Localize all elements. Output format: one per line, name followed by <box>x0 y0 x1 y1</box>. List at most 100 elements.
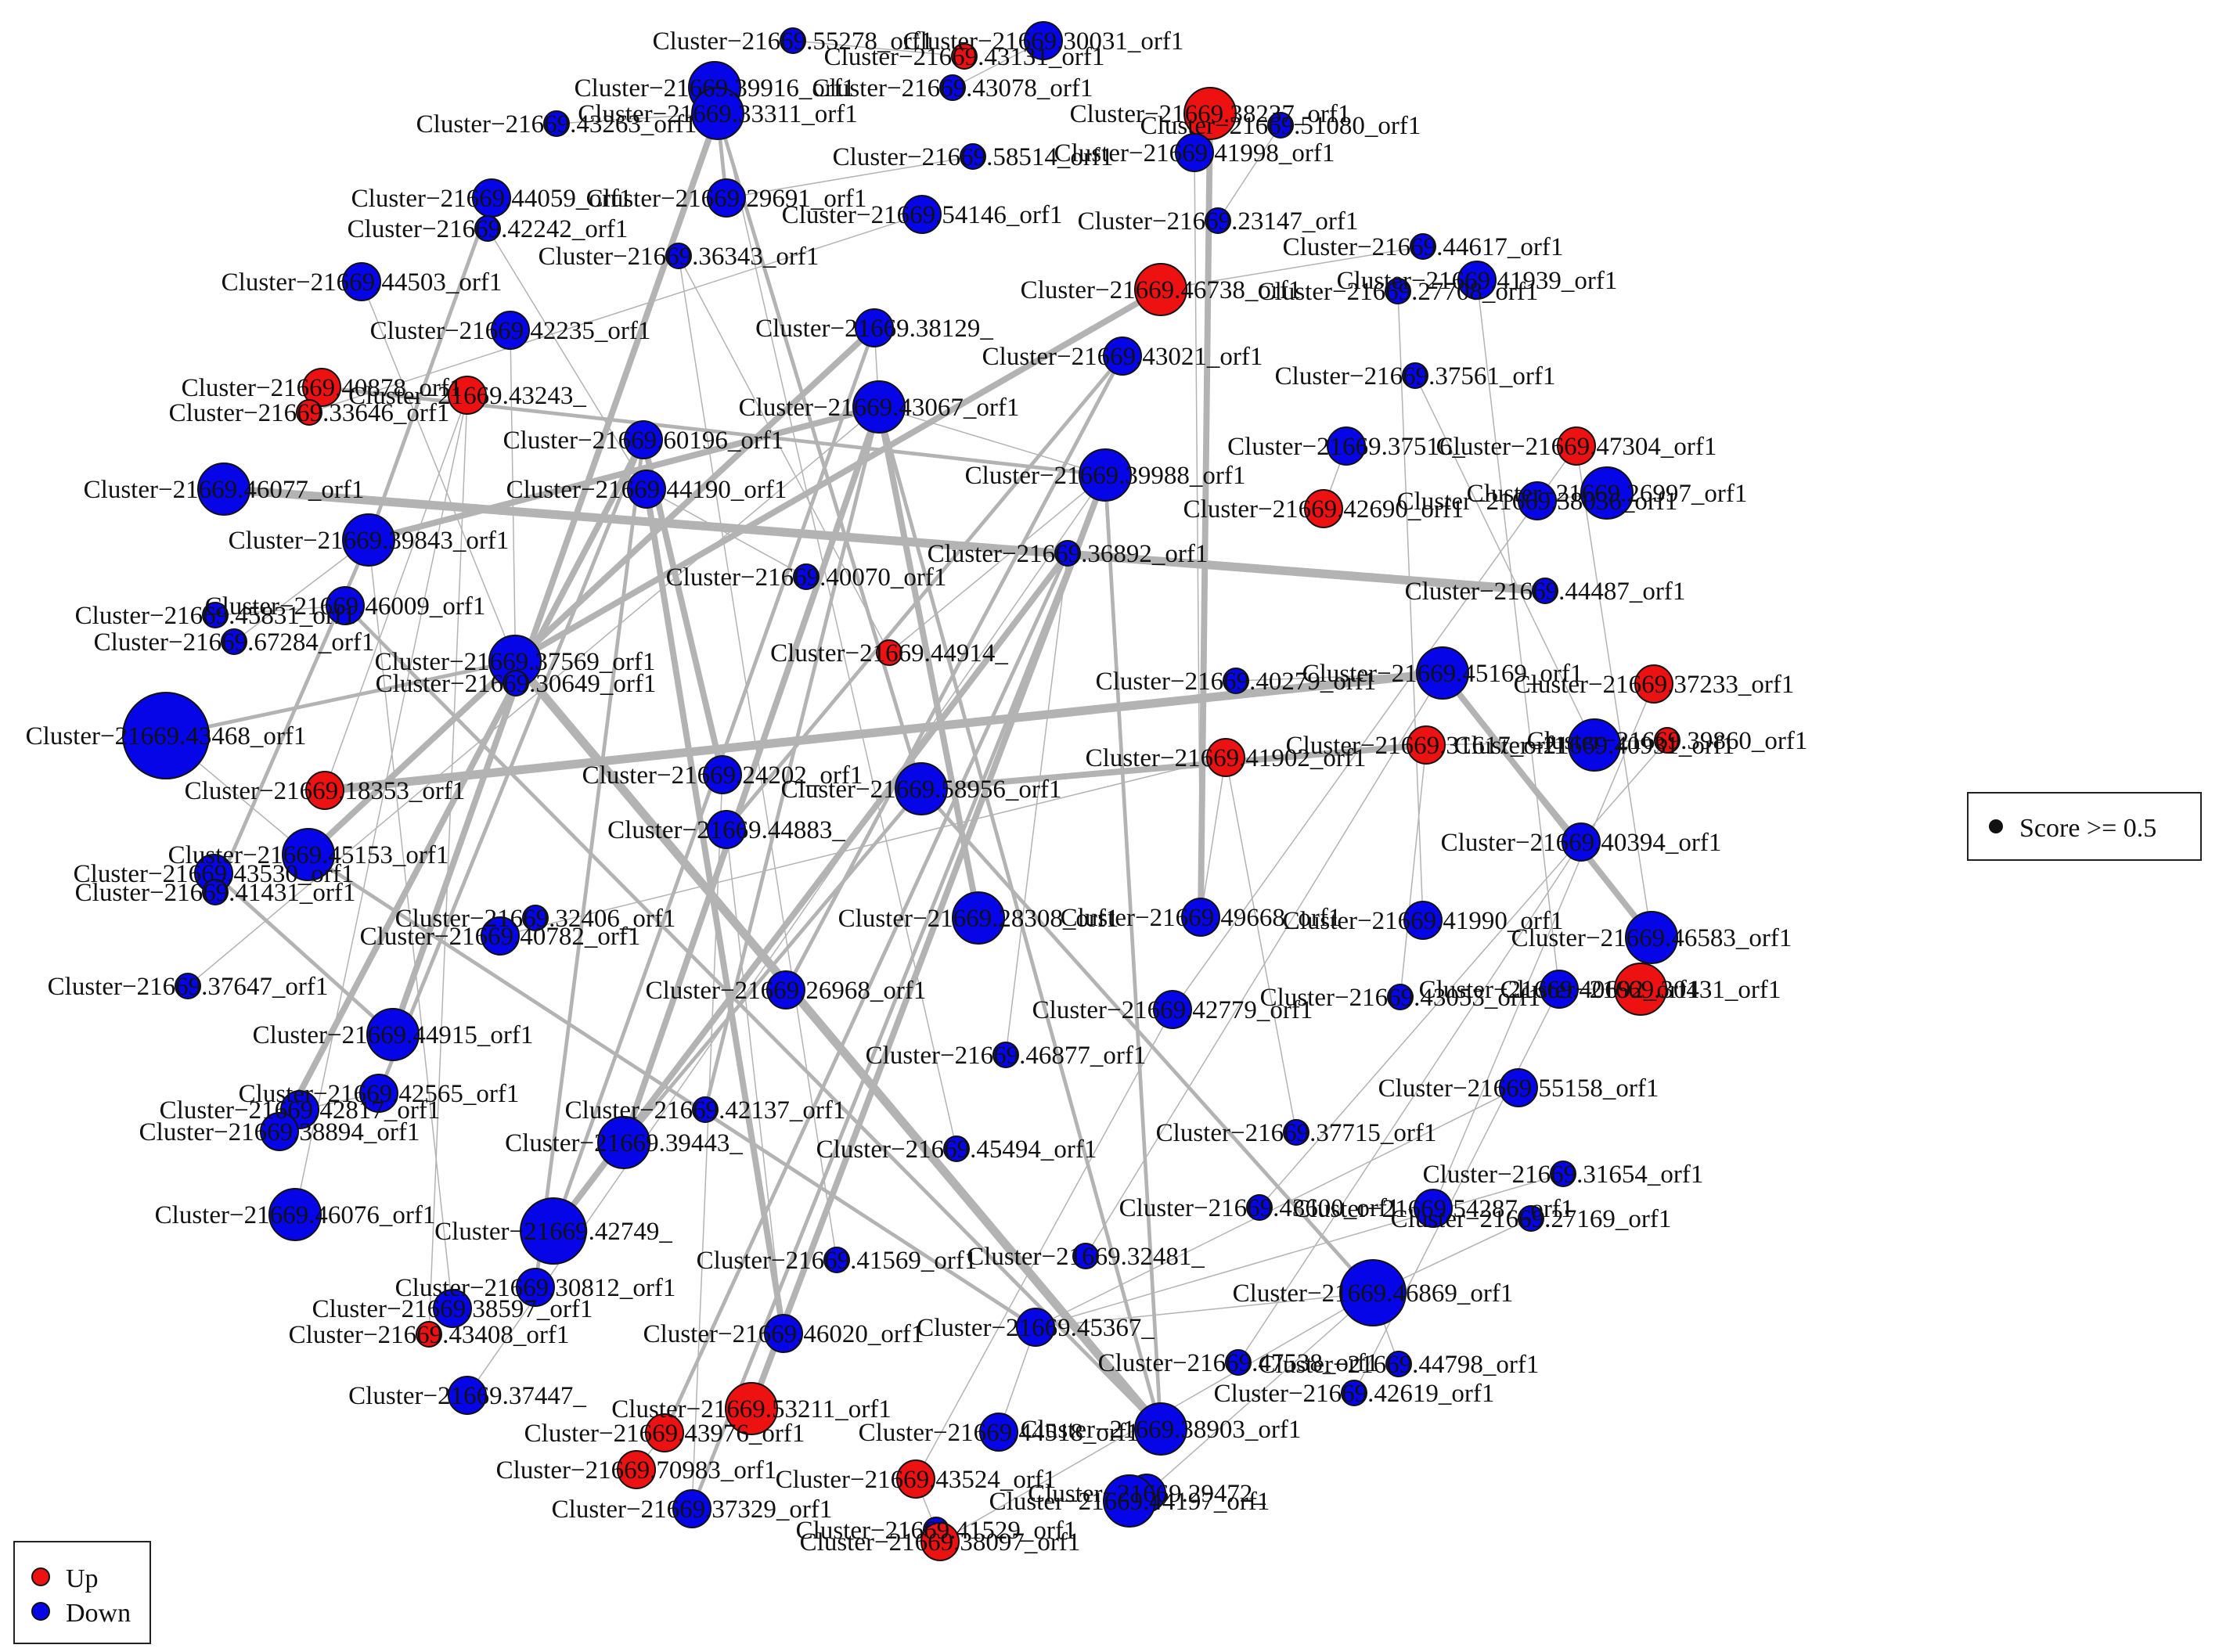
node-label-n15: Cluster−21669.54146_orf1 <box>782 201 1063 229</box>
node-label-n9: Cluster−21669.51080_orf1 <box>1140 112 1421 140</box>
node-label-n112: Cluster−21669.37329_orf1 <box>552 1495 833 1524</box>
edge-n74-n33 <box>1172 445 1577 1010</box>
node-label-n51: Cluster−21669.40279_orf1 <box>1096 668 1377 696</box>
node-n50 <box>1416 646 1469 700</box>
edge-n18-n20 <box>1160 246 1424 290</box>
node-n69 <box>1181 898 1220 937</box>
edge-n87-n4 <box>714 87 957 1150</box>
node-label-n65: Cluster−21669.41431_orf1 <box>75 879 356 907</box>
node-n24 <box>855 308 894 347</box>
edge-n80-n101 <box>1035 1087 1519 1328</box>
edge-n64-n78 <box>211 871 395 1037</box>
edge-n9-n16 <box>1217 124 1281 221</box>
node-label-n93: Cluster−21669.42749_ <box>434 1218 672 1246</box>
node-n57 <box>1654 727 1680 754</box>
node-n81 <box>359 1074 398 1113</box>
edge-n7-n6 <box>556 113 719 124</box>
node-n38 <box>1518 481 1557 520</box>
node-n7 <box>543 110 570 137</box>
node-n85 <box>1283 1119 1309 1146</box>
node-label-n20: Cluster−21669.46738_orf1 <box>1021 276 1302 304</box>
legend-down-dot-icon <box>31 1602 50 1621</box>
edge-n23-n49 <box>510 329 517 684</box>
node-label-n57: Cluster−21669.39860_orf1 <box>1527 727 1808 755</box>
node-label-n90: Cluster−21669.43600_orf1 <box>1119 1194 1400 1222</box>
node-label-n84: Cluster−21669.42137_orf1 <box>565 1096 846 1125</box>
node-label-n55: Cluster−21669.31617_orf1 <box>1286 732 1567 760</box>
edge-n94-n17 <box>678 255 838 1261</box>
node-n100 <box>764 1314 803 1353</box>
node-n72 <box>175 973 201 999</box>
node-n97 <box>1339 1259 1407 1326</box>
node-label-n48: Cluster−21669.37569_orf1 <box>375 648 656 676</box>
node-label-n78: Cluster−21669.44915_orf1 <box>253 1021 534 1049</box>
node-label-n107: Cluster−21669.43976_orf1 <box>524 1420 805 1448</box>
node-label-n53: Cluster−21669.43468_orf1 <box>26 722 307 750</box>
node-n43 <box>1532 578 1558 604</box>
node-label-n74: Cluster−21669.42779_orf1 <box>1032 996 1313 1024</box>
edge-n47-n36 <box>888 474 1106 653</box>
node-n2 <box>1024 21 1063 60</box>
edge-n73-n25 <box>783 354 1125 992</box>
node-label-n7: Cluster−21669.43263_orf1 <box>416 110 697 139</box>
node-n88 <box>1550 1161 1576 1187</box>
node-label-n32: Cluster−21669.37516_ <box>1227 433 1465 461</box>
node-label-n88: Cluster−21669.31654_orf1 <box>1423 1161 1704 1189</box>
node-label-n94: Cluster−21669.41569_orf1 <box>697 1247 978 1275</box>
node-n11 <box>960 143 986 170</box>
node-n26 <box>1402 362 1428 389</box>
labels-layer: Cluster−21669.55278_orf1Cluster−21669.30… <box>26 27 1808 1557</box>
edge-n33-n71 <box>1576 445 1652 938</box>
node-n51 <box>1223 668 1249 694</box>
node-n6 <box>691 87 744 140</box>
node-label-n77: Cluster−21669.30431_orf1 <box>1500 976 1781 1004</box>
node-n20 <box>1134 263 1187 316</box>
edge-n106-n36 <box>748 472 1108 1412</box>
nodes-layer <box>122 21 1680 1561</box>
edge-n11-n13 <box>726 156 974 199</box>
node-label-n11: Cluster−21669.58514_orf1 <box>833 143 1114 171</box>
edge-n98-n40 <box>368 539 453 1309</box>
node-label-n25: Cluster−21669.43021_orf1 <box>982 343 1263 371</box>
node-label-n99: Cluster−21669.43408_orf1 <box>289 1321 570 1349</box>
node-n71 <box>1625 911 1678 964</box>
node-label-n52: Cluster−21669.37233_orf1 <box>1514 671 1795 699</box>
node-label-n86: Cluster−21669.39443_ <box>505 1129 743 1157</box>
edge-n84-n30 <box>703 405 881 1112</box>
edge-n88-n101 <box>1035 1173 1564 1328</box>
node-n5 <box>939 74 966 101</box>
node-n44 <box>326 586 365 625</box>
node-label-n100: Cluster−21669.46020_orf1 <box>643 1320 924 1348</box>
node-label-n82: Cluster−21669.42817_orf1 <box>160 1096 441 1125</box>
node-n30 <box>852 380 906 434</box>
edge-n93-n41 <box>550 550 1071 1234</box>
node-n93 <box>520 1197 587 1265</box>
node-n16 <box>1205 207 1231 234</box>
node-label-n96: Cluster−21669.30812_orf1 <box>395 1274 676 1302</box>
node-n49 <box>503 670 529 696</box>
node-label-n37: Cluster−21669.26997_orf1 <box>1467 480 1748 508</box>
edge-n86-n59 <box>621 786 924 1145</box>
node-n70 <box>1403 901 1443 940</box>
node-n74 <box>1153 990 1192 1029</box>
node-label-n85: Cluster−21669.37715_orf1 <box>1156 1119 1437 1147</box>
node-label-n80: Cluster−21669.55158_orf1 <box>1378 1074 1659 1103</box>
node-n112 <box>672 1489 711 1528</box>
edge-n19-n48 <box>361 281 516 662</box>
node-label-n40: Cluster−21669.39843_orf1 <box>229 527 510 555</box>
edge-n59-n55 <box>918 742 1429 792</box>
node-label-n10: Cluster−21669.41998_orf1 <box>1054 139 1335 167</box>
node-label-n66: Cluster−21669.32406_orf1 <box>395 905 676 933</box>
node-n33 <box>1557 426 1596 466</box>
node-n90 <box>1246 1194 1273 1221</box>
edge-n60-n28 <box>324 394 468 791</box>
edge-n89-n28 <box>294 394 468 1215</box>
node-label-n5: Cluster−21669.43078_orf1 <box>812 74 1093 103</box>
legend-up-dot-icon <box>31 1567 50 1586</box>
node-label-n79: Cluster−21669.46877_orf1 <box>866 1042 1147 1070</box>
node-label-n76: Cluster−21669.40692_orf1 <box>1419 976 1700 1004</box>
node-n8 <box>1183 87 1237 140</box>
node-label-n29: Cluster−21669.33646_orf1 <box>169 399 450 427</box>
node-label-n101: Cluster−21669.45367_ <box>917 1314 1155 1342</box>
